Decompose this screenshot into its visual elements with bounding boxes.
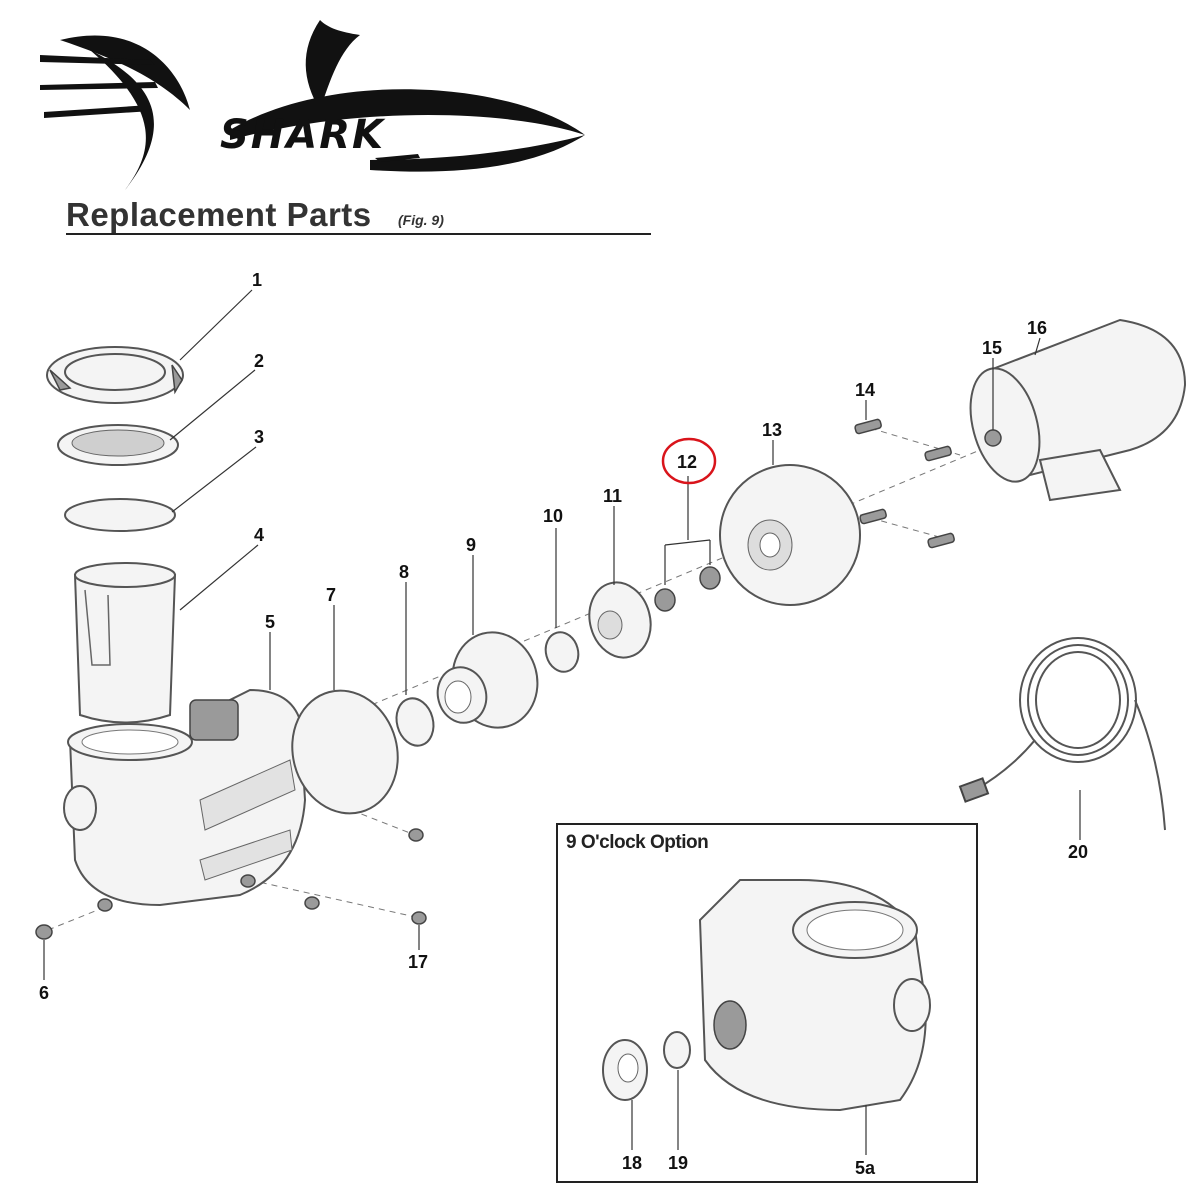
label-part-20: 20: [1068, 842, 1088, 862]
part-18-plug[interactable]: [602, 1039, 648, 1101]
part-14-motor-bolts[interactable]: [854, 418, 955, 549]
label-part-13: 13: [762, 420, 782, 440]
shark-fin-graphic: [40, 20, 585, 190]
drain-axis-line-c: [249, 879, 421, 919]
part-4-strainer-basket[interactable]: [73, 562, 177, 724]
part-16-motor[interactable]: [959, 318, 1187, 502]
label-part-14: 14: [855, 380, 875, 400]
inset-title: 9 O'clock Option: [566, 832, 709, 853]
part-11-impeller[interactable]: [581, 576, 659, 665]
figure-reference: (Fig. 9): [398, 212, 444, 228]
part-5a-housing-9-oclock[interactable]: [698, 879, 931, 1112]
label-part-15: 15: [982, 338, 1002, 358]
part-17-drain-plugs[interactable]: [97, 828, 427, 925]
part-10-impeller-ring[interactable]: [541, 629, 582, 676]
part-19-plug-o-ring[interactable]: [663, 1031, 691, 1069]
label-part-17: 17: [408, 952, 428, 972]
label-part-12: 12: [677, 452, 697, 472]
label-part-9: 9: [466, 535, 476, 555]
page-title: Replacement Parts: [66, 196, 372, 233]
label-part-5a: 5a: [855, 1158, 876, 1178]
label-part-3: 3: [254, 427, 264, 447]
label-part-11: 11: [603, 486, 622, 506]
label-part-16: 16: [1027, 318, 1047, 338]
title-underline: [66, 233, 651, 235]
part-13-seal-plate[interactable]: [704, 449, 875, 620]
part-9-diffuser[interactable]: [432, 623, 548, 737]
label-part-7: 7: [326, 585, 336, 605]
label-part-4: 4: [254, 525, 264, 545]
leader-lines: [43, 289, 1081, 1155]
part-6-drain-plug[interactable]: [35, 924, 53, 940]
motor-bolt-axis-lines: [859, 424, 961, 541]
shark-logo: SHARK: [40, 20, 585, 190]
label-part-10: 10: [543, 506, 563, 526]
part-20-power-cord[interactable]: [958, 637, 1166, 831]
highlight-circle-part-12: [661, 437, 717, 485]
drain-axis-line-a: [299, 789, 416, 836]
label-part-2: 2: [254, 351, 264, 371]
label-part-6: 6: [39, 983, 49, 1003]
label-part-5: 5: [265, 612, 275, 632]
brand-wordmark: SHARK: [220, 112, 386, 158]
label-part-1: 1: [252, 270, 262, 290]
part-2-lid[interactable]: [57, 424, 179, 466]
part-12-shaft-seal[interactable]: [654, 566, 721, 612]
part-15-motor-shaft[interactable]: [984, 429, 1002, 447]
part-7-housing-o-ring[interactable]: [279, 679, 412, 826]
part-8-diffuser-o-ring[interactable]: [391, 694, 438, 750]
label-part-19: 19: [668, 1153, 688, 1173]
label-part-8: 8: [399, 562, 409, 582]
part-1-lid-ring[interactable]: [46, 346, 184, 404]
part-3-lid-o-ring[interactable]: [64, 498, 176, 532]
label-part-18: 18: [622, 1153, 642, 1173]
part-5-pump-housing[interactable]: [63, 688, 307, 907]
inset-9-oclock-option: [556, 823, 978, 1183]
